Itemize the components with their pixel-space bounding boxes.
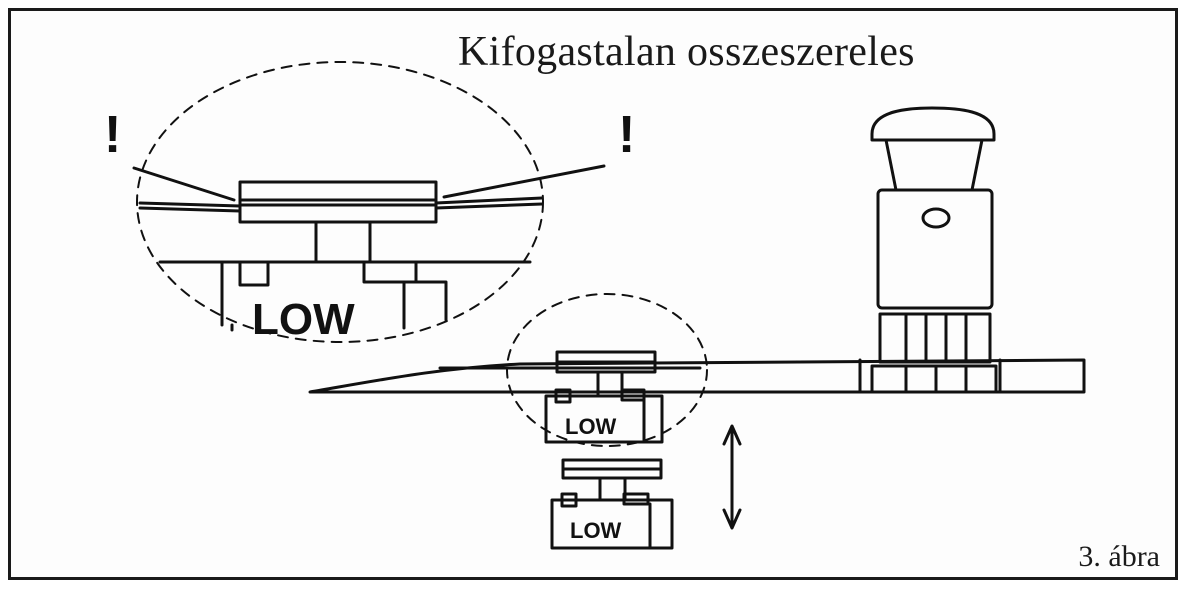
figure-caption: 3. ábra bbox=[1078, 540, 1160, 573]
warning-arrow-right bbox=[442, 164, 606, 199]
warning-mark-left: ! bbox=[104, 106, 121, 164]
magnified-plate-line-upper-left bbox=[138, 201, 242, 208]
warning-marks: ! ! bbox=[104, 106, 635, 164]
installed-low-label: LOW bbox=[565, 414, 617, 439]
knob-cap bbox=[870, 106, 996, 142]
magnifier-dashed-ellipse bbox=[136, 61, 544, 343]
installed-clip bbox=[544, 350, 664, 444]
loose-low-label: LOW bbox=[570, 518, 622, 543]
loose-clip bbox=[550, 458, 674, 550]
magnified-plate-line-upper-right bbox=[434, 196, 544, 205]
figure-title: Kifogastalan osszeszereles bbox=[458, 29, 915, 75]
plate-outline bbox=[308, 358, 1086, 394]
knob-body bbox=[876, 188, 994, 310]
vertical-motion-arrow bbox=[722, 424, 742, 530]
magnified-low-label: LOW bbox=[252, 295, 355, 344]
small-magnifier-ellipse bbox=[506, 293, 708, 447]
warning-mark-right: ! bbox=[618, 106, 635, 164]
magnified-detail-view bbox=[132, 61, 606, 343]
main-plate bbox=[308, 358, 1086, 394]
magnified-clip-top bbox=[238, 180, 438, 224]
warning-arrow-left bbox=[132, 166, 236, 202]
knob-assembly bbox=[870, 106, 998, 394]
